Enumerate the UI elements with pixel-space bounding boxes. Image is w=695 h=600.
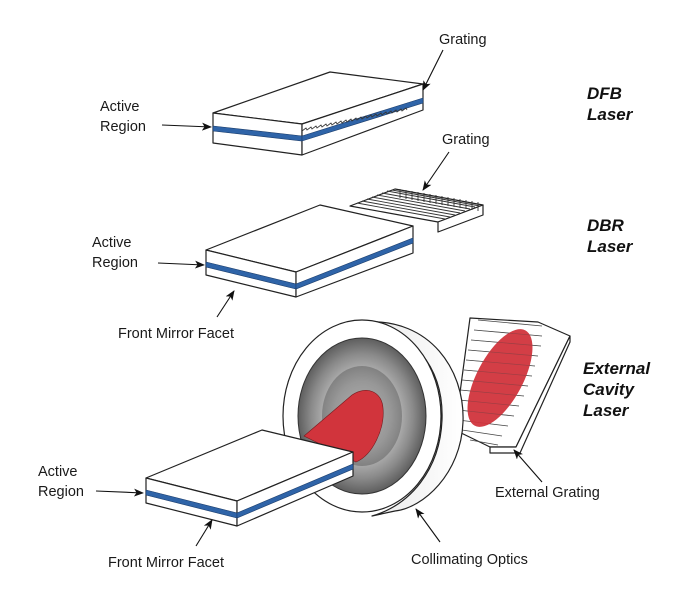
dbr-facet-label: Front Mirror Facet (118, 326, 234, 342)
dfb-title-line1: DFB (587, 84, 622, 103)
ecl-title-line3: Laser (583, 401, 630, 420)
dfb-laser-chip (212, 71, 424, 156)
ecl-laser-chip (145, 429, 354, 527)
dfb-active-label-line1: Active (100, 99, 140, 115)
ecl-title-line2: Cavity (583, 380, 636, 399)
dfb-grating-label: Grating (439, 32, 487, 48)
ecl-title-line1: External (583, 359, 651, 378)
ecl-active-arrow (95, 488, 144, 497)
dbr-grating-section (349, 188, 484, 233)
ecl-grating-arrow (513, 449, 543, 483)
dfb-active-label-line2: Region (100, 119, 146, 135)
dbr-grating-arrow (422, 151, 450, 191)
ecl-optics-arrow (415, 508, 441, 543)
ecl-active-label-line1: Active (38, 464, 78, 480)
dfb-active-arrow (161, 122, 212, 131)
dbr-active-arrow (157, 260, 205, 269)
ecl-facet-label: Front Mirror Facet (108, 555, 224, 571)
ecl-grating-label: External Grating (495, 485, 600, 501)
dfb-title-line2: Laser (587, 105, 634, 124)
dfb-grating-teeth (301, 107, 408, 132)
dbr-laser-chip (205, 204, 414, 298)
dbr-active-label-line2: Region (92, 255, 138, 271)
dbr-grating-label: Grating (442, 132, 490, 148)
ecl-facet-arrow (195, 519, 213, 547)
dfb-grating-arrow (422, 49, 444, 91)
ecl-active-label-line2: Region (38, 484, 84, 500)
dbr-active-label-line1: Active (92, 235, 132, 251)
collimated-beam-spot (303, 390, 384, 463)
external-grating-beam-spot (467, 329, 533, 427)
external-grating (454, 317, 571, 454)
ecl-optics-label: Collimating Optics (411, 552, 528, 568)
dbr-facet-arrow (216, 290, 235, 318)
dbr-title-line2: Laser (587, 237, 634, 256)
dbr-title-line1: DBR (587, 216, 625, 235)
